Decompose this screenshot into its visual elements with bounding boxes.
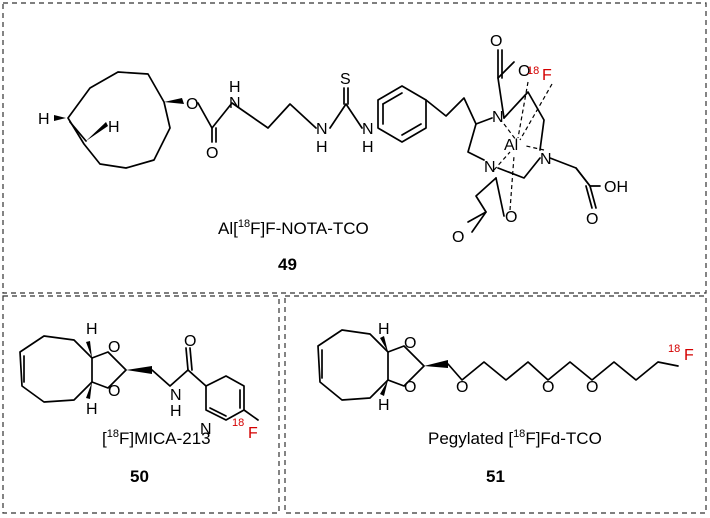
f18-mass-51: 18 xyxy=(668,343,680,355)
compound-number-50: 50 xyxy=(130,467,149,486)
f18-mass-50: 18 xyxy=(232,417,244,429)
atom-N-49d: N xyxy=(492,109,504,126)
atom-H-50a: H xyxy=(86,321,98,338)
atom-N-50b: N xyxy=(200,421,212,438)
f18-mass-49: 18 xyxy=(527,65,539,77)
compound-number-49: 49 xyxy=(278,255,297,274)
atom-O-50a: O xyxy=(108,339,120,356)
atom-O-50b: O xyxy=(108,383,120,400)
atom-H-51a: H xyxy=(378,321,390,338)
atom-OH-49: OH xyxy=(604,179,628,196)
atom-H-49b: H xyxy=(108,119,120,136)
panel-49-frame xyxy=(2,2,707,294)
atom-O-49d: O xyxy=(518,63,530,80)
atom-F-50: F xyxy=(248,425,258,442)
atom-N-49f: N xyxy=(540,151,552,168)
atom-H-49a: H xyxy=(38,111,50,128)
atom-N-49a: N xyxy=(229,95,241,112)
atom-H-50c: H xyxy=(170,403,182,420)
atom-O-51e: O xyxy=(586,379,598,396)
caption-51: Pegylated [18F]Fd-TCO xyxy=(428,428,602,448)
atom-H-49d: H xyxy=(316,139,328,156)
atom-H-50b: H xyxy=(86,401,98,418)
atom-F-51: F xyxy=(684,347,694,364)
atom-O-49f: O xyxy=(452,229,464,246)
atom-O-51d: O xyxy=(542,379,554,396)
atom-O-49b: O xyxy=(206,145,218,162)
atom-O-51c: O xyxy=(456,379,468,396)
atom-O-49a: O xyxy=(186,96,198,113)
compound-number-51: 51 xyxy=(486,467,505,486)
panel-50-frame xyxy=(2,295,280,514)
compound-51-structure: H H O O O O O 18 F xyxy=(317,321,694,414)
atom-Al: Al xyxy=(504,137,518,154)
atom-N-50a: N xyxy=(170,387,182,404)
atom-O-51b: O xyxy=(404,379,416,396)
caption-50: [18F]MICA-213 xyxy=(102,428,211,448)
atom-N-49b: N xyxy=(316,121,328,138)
compound-49-structure: H H O O N H N H S N H N N N Al O O O O O… xyxy=(38,33,628,246)
atom-O-49e: O xyxy=(505,209,517,226)
compound-50-structure: H H O O N H O N 18 F xyxy=(19,321,259,442)
atom-H-51b: H xyxy=(378,397,390,414)
atom-N-49c: N xyxy=(362,121,374,138)
atom-H-49e: H xyxy=(362,139,374,156)
atom-H-49c: H xyxy=(229,79,241,96)
caption-49: Al[18F]F-NOTA-TCO xyxy=(218,218,369,238)
atom-O-49g: O xyxy=(586,211,598,228)
atom-N-49e: N xyxy=(484,159,496,176)
atom-O-51a: O xyxy=(404,335,416,352)
atom-S-49: S xyxy=(340,71,351,88)
atom-F-49: F xyxy=(542,67,552,84)
atom-O-49c: O xyxy=(490,33,502,50)
panel-51-frame xyxy=(284,295,707,514)
atom-O-50c: O xyxy=(184,333,196,350)
